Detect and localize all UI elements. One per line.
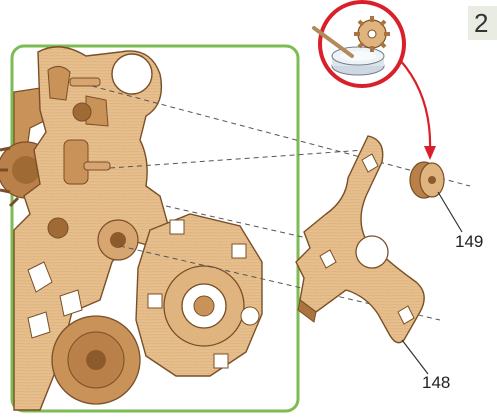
glue-pot-icon — [332, 47, 384, 75]
part-148-bracket — [296, 136, 424, 343]
leader-149 — [438, 192, 462, 232]
gear-small — [98, 220, 138, 260]
callout-label-148: 148 — [422, 373, 450, 393]
step-number: 2 — [468, 6, 497, 40]
leader-148 — [402, 340, 428, 374]
gear-front — [136, 214, 262, 376]
small-gear-icon — [354, 16, 390, 52]
callout-label-149: 149 — [455, 232, 483, 252]
glue-inset — [314, 2, 404, 86]
gear-middle — [52, 316, 140, 404]
arrow-icon — [400, 60, 436, 160]
